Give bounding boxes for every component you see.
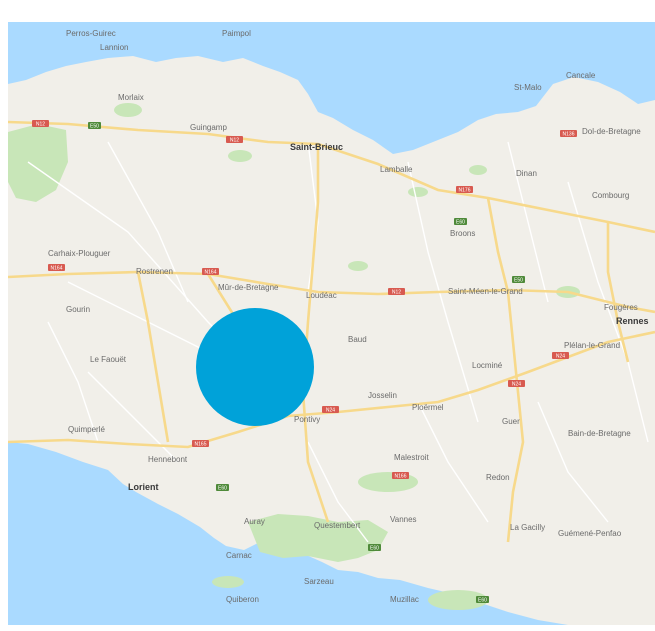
- road-shield: N165: [192, 440, 209, 448]
- place-label: Guingamp: [190, 123, 227, 132]
- place-label: Auray: [244, 517, 265, 526]
- svg-text:E50: E50: [514, 278, 523, 284]
- place-label: Questembert: [314, 521, 361, 530]
- sea-north: [8, 22, 655, 154]
- svg-text:N136: N136: [563, 132, 575, 138]
- svg-text:N12: N12: [392, 290, 401, 296]
- svg-text:E60: E60: [370, 546, 379, 552]
- place-label: Malestroit: [394, 453, 429, 462]
- road-shield: N166: [392, 472, 409, 480]
- place-label: Cancale: [566, 71, 596, 80]
- place-label: Saint-Méen-le-Grand: [448, 287, 523, 296]
- place-label: Paimpol: [222, 29, 251, 38]
- svg-text:N24: N24: [326, 408, 335, 414]
- place-label: Rennes: [616, 316, 649, 326]
- svg-text:E60: E60: [456, 220, 465, 226]
- place-label: Quimperlé: [68, 425, 105, 434]
- place-label: Carnac: [226, 551, 252, 560]
- place-label: Gourin: [66, 305, 90, 314]
- place-label: Carhaix-Plouguer: [48, 249, 111, 258]
- place-label: Guer: [502, 417, 520, 426]
- place-labels: Lannion Paimpol Perros-Guirec Morlaix Gu…: [48, 29, 649, 604]
- place-label: Combourg: [592, 191, 629, 200]
- place-label: Perros-Guirec: [66, 29, 116, 38]
- place-label: Lannion: [100, 43, 128, 52]
- road-shield: N24: [322, 406, 339, 414]
- road-shield: N12: [226, 136, 243, 144]
- svg-text:E50: E50: [90, 124, 99, 130]
- place-label: Locminé: [472, 361, 503, 370]
- road-shield: E50: [88, 122, 101, 130]
- place-label: Bain-de-Bretagne: [568, 429, 631, 438]
- place-label: La Gacilly: [510, 523, 545, 532]
- place-label: Dol-de-Bretagne: [582, 127, 641, 136]
- place-label: Baud: [348, 335, 367, 344]
- road-shield: N164: [202, 268, 219, 276]
- place-label: Fougères: [604, 303, 638, 312]
- place-label: Vannes: [390, 515, 417, 524]
- place-label: Plélan-le-Grand: [564, 341, 620, 350]
- place-label: Muzillac: [390, 595, 419, 604]
- svg-text:E60: E60: [218, 486, 227, 492]
- road-shield: N24: [508, 380, 525, 388]
- svg-text:E60: E60: [478, 598, 487, 604]
- map-view[interactable]: N12 N12 N164 N164 N176 N12 N24 N24 N165 …: [8, 22, 655, 625]
- svg-text:N12: N12: [36, 122, 45, 128]
- road-shield: N12: [32, 120, 49, 128]
- svg-text:N165: N165: [195, 442, 207, 448]
- road-shield: N136: [560, 130, 577, 138]
- place-label: Le Faouët: [90, 355, 127, 364]
- major-roads: [8, 120, 655, 543]
- place-label: Quiberon: [226, 595, 259, 604]
- place-label: Redon: [486, 473, 510, 482]
- road-shield: E50: [512, 276, 525, 284]
- place-label: Mûr-de-Bretagne: [218, 283, 279, 292]
- place-label: Rostrenen: [136, 267, 173, 276]
- place-label: Broons: [450, 229, 475, 238]
- road-shield: N24: [552, 352, 569, 360]
- place-label: Dinan: [516, 169, 537, 178]
- svg-text:N24: N24: [512, 382, 521, 388]
- place-label: Lorient: [128, 482, 159, 492]
- place-label: Lamballe: [380, 165, 413, 174]
- place-label: Morlaix: [118, 93, 144, 102]
- location-marker[interactable]: [196, 308, 314, 426]
- road-shield: E60: [368, 544, 381, 552]
- svg-text:N176: N176: [459, 188, 471, 194]
- place-label: Josselin: [368, 391, 397, 400]
- road-shield: N12: [388, 288, 405, 296]
- place-label: Sarzeau: [304, 577, 334, 586]
- road-shield: E60: [454, 218, 467, 226]
- road-shields: N12 N12 N164 N164 N176 N12 N24 N24 N165 …: [32, 120, 577, 604]
- place-label: Loudéac: [306, 291, 337, 300]
- road-shield: N164: [48, 264, 65, 272]
- place-label: Hennebont: [148, 455, 188, 464]
- road-shield: E60: [476, 596, 489, 604]
- svg-text:N24: N24: [556, 354, 565, 360]
- svg-text:N164: N164: [205, 270, 217, 276]
- svg-text:N12: N12: [230, 138, 239, 144]
- sea-south: [8, 442, 568, 625]
- place-label: Ploërmel: [412, 403, 444, 412]
- svg-text:N166: N166: [395, 474, 407, 480]
- place-label: Pontivy: [294, 415, 320, 424]
- place-label: Saint-Brieuc: [290, 142, 343, 152]
- place-label: Guémené-Penfao: [558, 529, 622, 538]
- road-shield: E60: [216, 484, 229, 492]
- place-label: St-Malo: [514, 83, 542, 92]
- road-shield: N176: [456, 186, 473, 194]
- svg-text:N164: N164: [51, 266, 63, 272]
